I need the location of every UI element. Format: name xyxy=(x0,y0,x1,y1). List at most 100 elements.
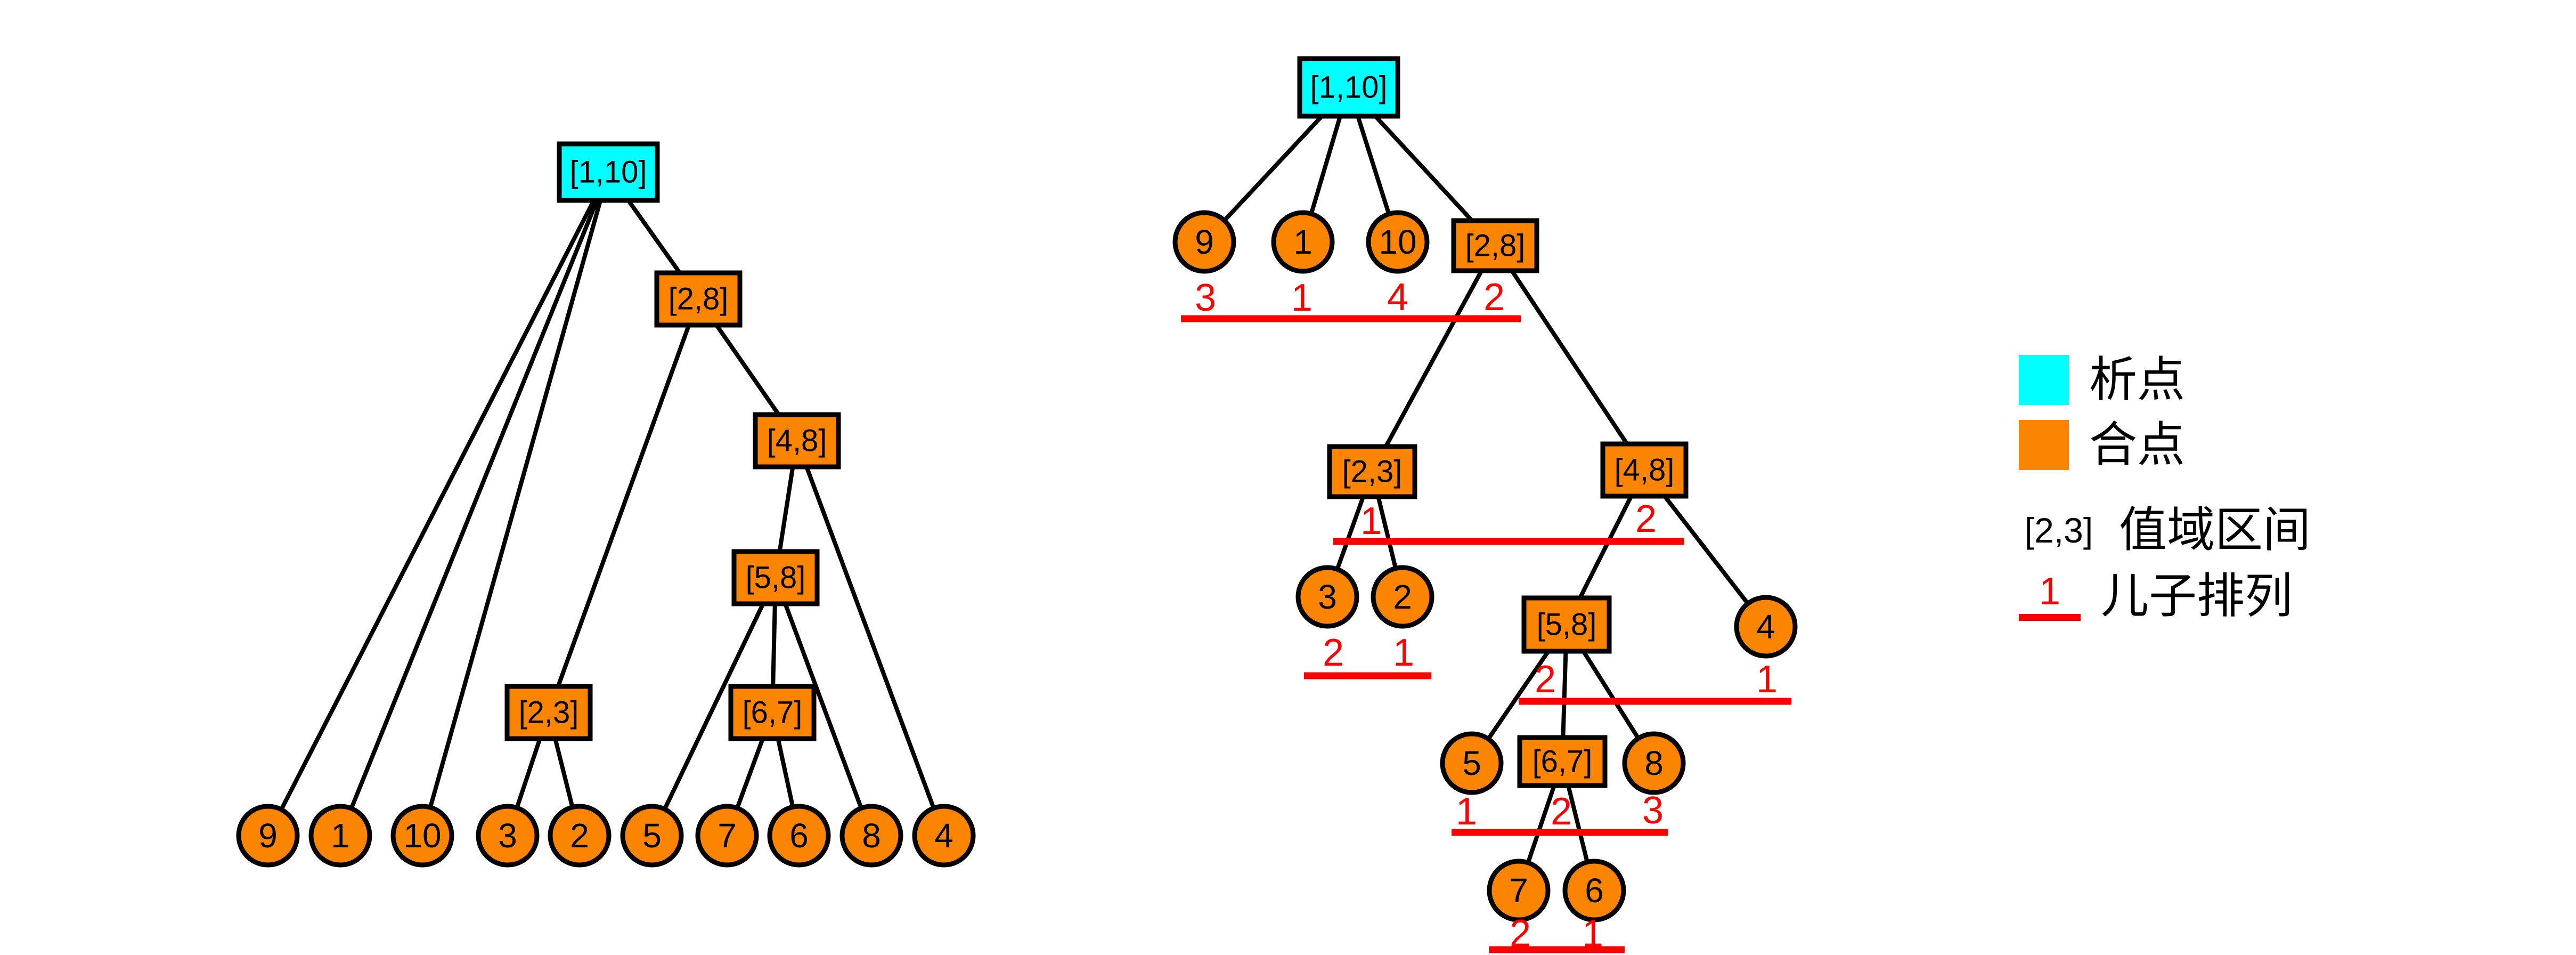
left-node-l7: 7 xyxy=(695,804,759,868)
legend-row-split: 析点 xyxy=(2019,355,2185,406)
left-node-circle-l10 xyxy=(390,804,454,868)
left-node-n110: [1,10] xyxy=(557,141,660,203)
left-node-label-l4: 4 xyxy=(934,816,953,855)
left-node-circle-l7 xyxy=(695,804,759,868)
left-edge-n58-l5 xyxy=(650,576,778,838)
left-node-l9: 9 xyxy=(236,804,300,868)
left-node-label-n58: [5,8] xyxy=(746,561,806,595)
left-node-box-n58 xyxy=(731,549,820,606)
right-node-label-l1: 1 xyxy=(1293,223,1313,261)
right-order-num-9: 1 xyxy=(1756,658,1778,701)
right-node-box-n28 xyxy=(1451,218,1539,273)
left-node-l5: 5 xyxy=(620,804,684,868)
left-edge-n110-l9 xyxy=(266,170,610,838)
right-node-label-n110: [1,10] xyxy=(1310,70,1387,105)
right-node-circle-l1 xyxy=(1271,210,1335,274)
left-node-label-l6: 6 xyxy=(789,816,809,855)
left-node-label-n67: [6,7] xyxy=(743,695,803,730)
left-node-circle-l3 xyxy=(476,804,540,868)
right-node-n110: [1,10] xyxy=(1297,56,1400,119)
right-node-label-n48: [4,8] xyxy=(1615,453,1675,488)
right-node-circle-l4 xyxy=(1734,595,1798,659)
right-node-n67: [6,7] xyxy=(1517,735,1608,788)
left-node-circle-l1 xyxy=(308,804,372,868)
left-node-l6: 6 xyxy=(767,804,831,868)
left-node-label-l8: 8 xyxy=(862,816,881,855)
right-node-box-n23 xyxy=(1327,444,1417,499)
right-order-num-14: 1 xyxy=(1582,912,1603,955)
right-node-label-l4: 4 xyxy=(1756,608,1775,646)
left-node-label-l1: 1 xyxy=(331,816,350,855)
right-order-num-10: 1 xyxy=(1456,790,1477,833)
left-node-l3: 3 xyxy=(476,804,540,868)
right-node-label-n28: [2,8] xyxy=(1465,229,1526,263)
right-node-n48: [4,8] xyxy=(1600,441,1689,499)
right-node-circle-l7 xyxy=(1487,859,1551,922)
left-node-l2: 2 xyxy=(548,804,612,868)
right-node-label-l6: 6 xyxy=(1585,871,1604,910)
right-node-label-l8: 8 xyxy=(1644,744,1664,782)
right-node-box-n67 xyxy=(1517,735,1608,788)
left-node-label-l2: 2 xyxy=(570,816,589,855)
right-node-label-l7: 7 xyxy=(1509,871,1528,910)
right-node-label-n58: [5,8] xyxy=(1537,608,1597,642)
left-node-label-l10: 10 xyxy=(403,816,441,855)
right-node-l1: 1 xyxy=(1271,210,1335,274)
right-order-num-13: 2 xyxy=(1510,912,1531,955)
right-node-n23: [2,3] xyxy=(1327,444,1417,499)
right-node-label-l2: 2 xyxy=(1393,578,1412,616)
merge-node-swatch xyxy=(2019,420,2069,471)
right-node-box-n110 xyxy=(1297,56,1400,119)
left-node-box-n28 xyxy=(654,270,743,328)
left-node-label-n48: [4,8] xyxy=(767,424,827,458)
left-node-label-n110: [1,10] xyxy=(569,155,647,190)
right-node-label-l9: 9 xyxy=(1195,223,1214,261)
left-edge-n110-l1 xyxy=(338,170,610,838)
right-node-label-l10: 10 xyxy=(1379,223,1416,261)
right-order-num-6: 2 xyxy=(1323,632,1344,674)
left-node-circle-l9 xyxy=(236,804,300,868)
left-edge-n48-l4 xyxy=(795,439,946,838)
left-node-n23: [2,3] xyxy=(504,684,593,741)
split-node-swatch xyxy=(2019,355,2069,406)
interval-symbol: [2,3] xyxy=(2024,511,2093,551)
right-node-l7: 7 xyxy=(1487,859,1551,922)
left-node-n28: [2,8] xyxy=(654,270,743,328)
right-node-label-n67: [6,7] xyxy=(1532,744,1593,779)
legend-row-interval: [2,3] 值域区间 xyxy=(2019,505,2311,556)
right-edge-n28-n23 xyxy=(1370,244,1497,474)
left-node-label-l5: 5 xyxy=(642,816,662,855)
right-order-num-11: 2 xyxy=(1551,790,1572,833)
left-node-label-n23: [2,3] xyxy=(519,695,579,730)
right-node-l6: 6 xyxy=(1562,859,1626,922)
right-node-label-n23: [2,3] xyxy=(1342,455,1403,489)
right-order-num-3: 2 xyxy=(1483,276,1505,319)
right-order-num-5: 2 xyxy=(1635,498,1657,540)
right-node-circle-l6 xyxy=(1562,859,1626,922)
left-node-l8: 8 xyxy=(839,804,903,868)
right-node-box-n48 xyxy=(1600,441,1689,499)
right-order-num-1: 1 xyxy=(1291,277,1313,319)
right-order-num-7: 1 xyxy=(1393,632,1414,674)
legend-row-merge: 合点 xyxy=(2019,420,2185,471)
legend-label-merge: 合点 xyxy=(2089,418,2185,472)
right-node-l8: 8 xyxy=(1622,731,1686,795)
right-node-l9: 9 xyxy=(1172,210,1236,274)
right-node-circle-l10 xyxy=(1366,210,1430,274)
legend-label-order: 儿子排列 xyxy=(2101,570,2293,623)
left-node-n48: [4,8] xyxy=(753,412,841,470)
left-edge-n110-l10 xyxy=(420,170,610,838)
right-edge-n28-n48 xyxy=(1493,244,1646,472)
right-node-circle-l3 xyxy=(1295,565,1359,629)
left-node-l4: 4 xyxy=(912,804,976,868)
left-node-label-n28: [2,8] xyxy=(669,282,729,317)
left-node-circle-l8 xyxy=(839,804,903,868)
left-node-box-n110 xyxy=(557,141,660,203)
left-node-circle-l2 xyxy=(548,804,612,868)
right-node-circle-l2 xyxy=(1371,565,1434,629)
left-node-l10: 10 xyxy=(390,804,454,868)
legend-label-interval: 值域区间 xyxy=(2119,504,2311,557)
